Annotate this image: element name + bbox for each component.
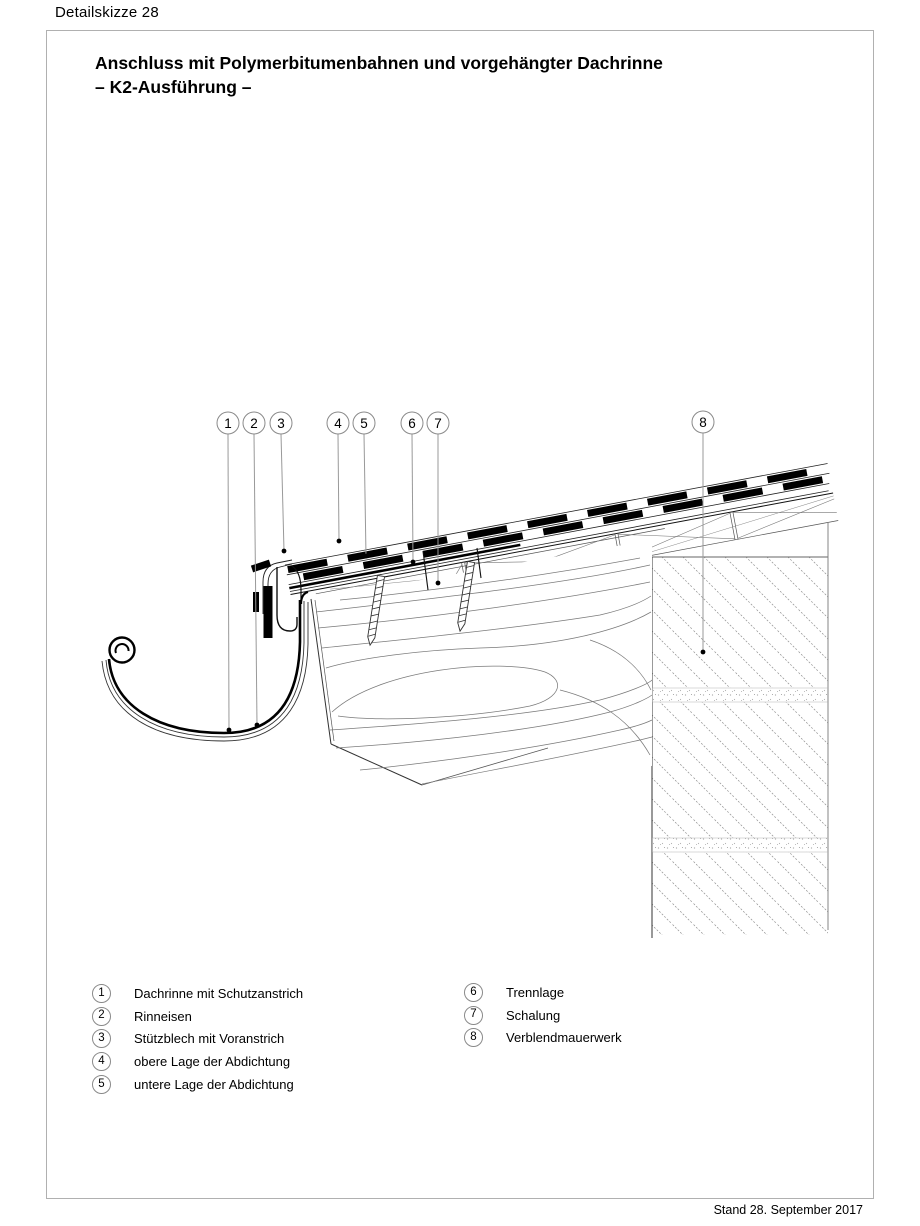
callout-number: 2 — [250, 416, 258, 431]
callout-number: 3 — [277, 416, 285, 431]
sheet-border — [46, 30, 874, 1199]
callout-balloon-5: 5 — [352, 411, 376, 435]
legend-item-5: 5 untere Lage der Abdichtung — [92, 1074, 303, 1094]
callout-balloons: 1 2 3 4 5 6 7 — [216, 410, 715, 435]
callout-balloon-6: 6 — [400, 411, 424, 435]
gutter-coating-line — [105, 601, 305, 738]
callout-number: 8 — [699, 415, 707, 430]
legend-item-1: 1 Dachrinne mit Schutzanstrich — [92, 984, 304, 1003]
callout-number: 6 — [408, 416, 416, 431]
mortar-joint — [652, 837, 828, 853]
legend-circle: 7 — [464, 1005, 483, 1025]
nail-fastener — [422, 550, 429, 591]
legend-circle: 2 — [92, 1006, 111, 1026]
legend-label: obere Lage der Abdichtung — [134, 1054, 291, 1070]
legend-item-6: 6 Trennlage — [464, 983, 622, 1002]
page-title: Anschluss mit Polymerbitumenbahnen und v… — [95, 52, 835, 99]
nail-fastener — [476, 547, 482, 579]
legend-label: Verblendmauerwerk — [506, 1030, 622, 1046]
callout-number: 4 — [334, 416, 342, 431]
title-line-2: – K2-Ausführung – — [95, 76, 252, 97]
leader-lines — [227, 433, 704, 731]
callout-number: 5 — [360, 416, 368, 431]
legend-item-8: 8 Verblendmauerwerk — [464, 1028, 622, 1048]
legend-label: Stützblech mit Voranstrich — [134, 1031, 285, 1047]
mortar-joint — [652, 687, 828, 703]
gutter-bracket-line — [101, 602, 309, 742]
legend-circle: 1 — [92, 984, 111, 1003]
callout-balloon-8: 8 — [691, 410, 715, 434]
callout-number: 7 — [434, 416, 442, 431]
legend-circle: 3 — [92, 1029, 111, 1049]
reference-dots — [226, 538, 706, 733]
legend-item-7: 7 Schalung — [464, 1005, 622, 1025]
legend-label: Trennlage — [506, 985, 565, 1000]
callout-balloon-4: 4 — [326, 411, 350, 435]
legend-circle: 5 — [92, 1074, 111, 1094]
legend-left-column: 1 Dachrinne mit Schutzanstrich 2 Rinneis… — [92, 984, 304, 1098]
legend-label: Dachrinne mit Schutzanstrich — [134, 986, 304, 1001]
wood-grain — [315, 557, 653, 785]
legend-item-2: 2 Rinneisen — [92, 1006, 303, 1026]
legend-label: Schalung — [506, 1007, 561, 1023]
legend-circle: 4 — [92, 1052, 111, 1072]
brick-wall — [651, 523, 829, 938]
legend-item-4: 4 obere Lage der Abdichtung — [92, 1052, 303, 1072]
revision-date: Stand 28. September 2017 — [713, 1203, 863, 1217]
callout-balloon-2: 2 — [242, 411, 266, 435]
legend-right-column: 6 Trennlage 7 Schalung 8 Verblendmauerwe… — [464, 983, 622, 1052]
legend-circle: 8 — [464, 1028, 483, 1048]
doc-label: Detailskizze 28 — [55, 4, 159, 21]
legend-circle: 6 — [464, 983, 483, 1002]
timber-boarding — [310, 540, 653, 786]
title-line-1: Anschluss mit Polymerbitumenbahnen und v… — [95, 53, 663, 73]
callout-balloon-7: 7 — [426, 411, 450, 435]
legend-label: untere Lage der Abdichtung — [134, 1076, 294, 1092]
legend-item-3: 3 Stützblech mit Voranstrich — [92, 1029, 303, 1049]
legend-label: Rinneisen — [134, 1008, 192, 1024]
callout-balloon-1: 1 — [216, 411, 240, 435]
callout-balloon-3: 3 — [269, 411, 293, 435]
callout-number: 1 — [224, 416, 232, 431]
gutter — [101, 590, 309, 742]
